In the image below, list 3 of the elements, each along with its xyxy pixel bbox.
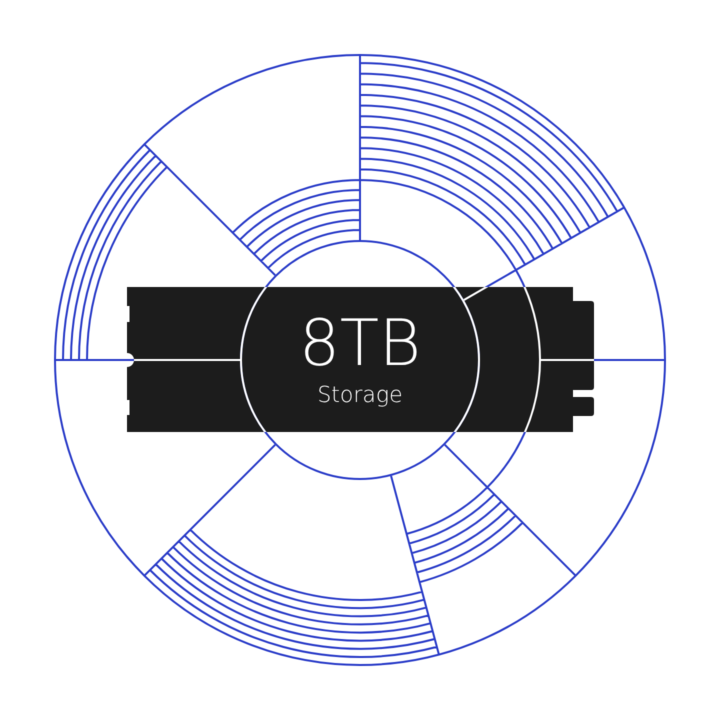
center-circle [240, 240, 480, 480]
capacity-caption: Storage [317, 385, 403, 407]
capacity-value: 8TB [299, 312, 421, 376]
